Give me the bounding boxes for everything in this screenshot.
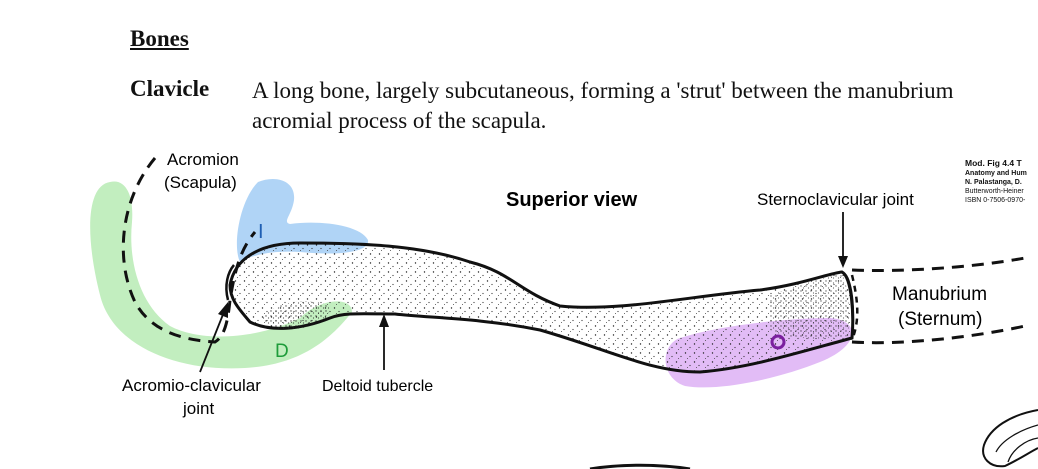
label-deltoid-tubercle: Deltoid tubercle xyxy=(322,378,433,395)
blue-highlight xyxy=(236,179,369,262)
label-sternum: (Sternum) xyxy=(898,309,982,330)
figure-citation: Mod. Fig 4.4 T Anatomy and Hum N. Palast… xyxy=(965,158,1038,205)
entry-term: Clavicle xyxy=(130,76,210,101)
green-highlight xyxy=(90,181,352,369)
definition-line-2: acromial process of the scapula. xyxy=(252,108,547,133)
deltoid-arrowhead xyxy=(379,314,389,327)
citation-line-4: ISBN 0-7506-0970- xyxy=(965,197,1026,204)
partial-bone-sketch xyxy=(982,409,1038,468)
manubrium-outline xyxy=(851,256,1026,272)
acromion-outline xyxy=(121,157,257,344)
label-acromioclavicular-joint: Acromio-clavicular xyxy=(122,376,261,395)
manubrium-joint-dash xyxy=(850,274,859,341)
manubrium-outline-lower xyxy=(851,324,1026,345)
sternal-facet xyxy=(841,270,855,339)
label-scapula: (Scapula) xyxy=(164,173,237,192)
citation-title: Mod. Fig 4.4 T xyxy=(965,158,1022,168)
label-manubrium: Manubrium xyxy=(892,284,987,305)
acromial-end-shading xyxy=(262,301,331,330)
definition-line-1: A long bone, largely subcutaneous, formi… xyxy=(252,78,954,103)
label-superior-view: Superior view xyxy=(506,189,638,211)
purple-handwritten-mark xyxy=(770,334,786,350)
section-heading: Bones xyxy=(130,26,189,51)
blue-handwritten-mark: I xyxy=(258,221,264,243)
ac-joint-arrowhead xyxy=(218,302,228,318)
citation-line-1: Anatomy and Hum xyxy=(965,170,1027,177)
ac-joint-edge xyxy=(225,264,235,301)
partial-bone-sketch-inner xyxy=(995,424,1038,463)
label-acromioclavicular-joint-2: joint xyxy=(182,399,214,418)
partial-bottom-curve xyxy=(589,463,691,469)
label-sternoclavicular-joint: Sternoclavicular joint xyxy=(757,190,914,209)
ac-joint-pointer xyxy=(199,311,225,373)
citation-line-3: Butterworth-Heiner xyxy=(965,188,1024,195)
label-acromion: Acromion xyxy=(167,150,239,169)
green-handwritten-mark: D xyxy=(275,341,289,362)
citation-line-2: N. Palastanga, D. xyxy=(965,179,1022,186)
entry-definition: A long bone, largely subcutaneous, formi… xyxy=(252,76,1038,136)
sternal-end-shading xyxy=(770,274,850,339)
sternoclavicular-arrowhead xyxy=(838,256,848,268)
